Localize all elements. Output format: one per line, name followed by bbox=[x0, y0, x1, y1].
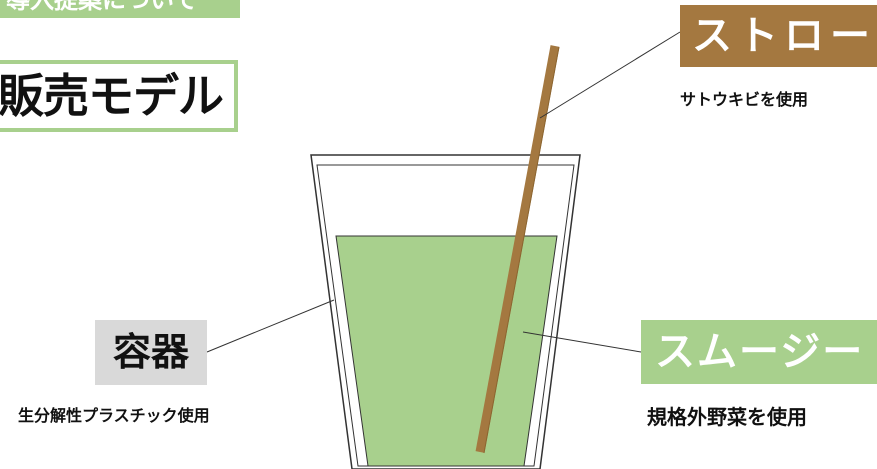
top-banner-text: 導入提案について bbox=[6, 0, 198, 14]
container-label: 容器 bbox=[95, 320, 207, 385]
page-title: 販売モデル bbox=[0, 69, 224, 123]
container-leader-line bbox=[206, 299, 335, 353]
smoothie-leader-line bbox=[522, 331, 642, 353]
straw-label-text: ストロー bbox=[692, 13, 876, 59]
straw-label: ストロー bbox=[680, 5, 877, 67]
smoothie-description: 規格外野菜を使用 bbox=[647, 405, 807, 429]
smoothie-label-text: スムージー bbox=[655, 329, 865, 375]
cup-inner-outline bbox=[316, 164, 575, 467]
top-banner: 導入提案について bbox=[0, 0, 240, 18]
straw-leader-line bbox=[539, 31, 681, 119]
straw-description: サトウキビを使用 bbox=[680, 90, 809, 109]
straw-edge bbox=[483, 46, 560, 454]
container-label-text: 容器 bbox=[112, 330, 189, 374]
smoothie-liquid bbox=[335, 235, 558, 467]
container-description: 生分解性プラスチック使用 bbox=[18, 406, 210, 425]
smoothie-label: スムージー bbox=[641, 320, 877, 384]
straw bbox=[475, 45, 560, 453]
title-box: 販売モデル bbox=[0, 60, 238, 132]
